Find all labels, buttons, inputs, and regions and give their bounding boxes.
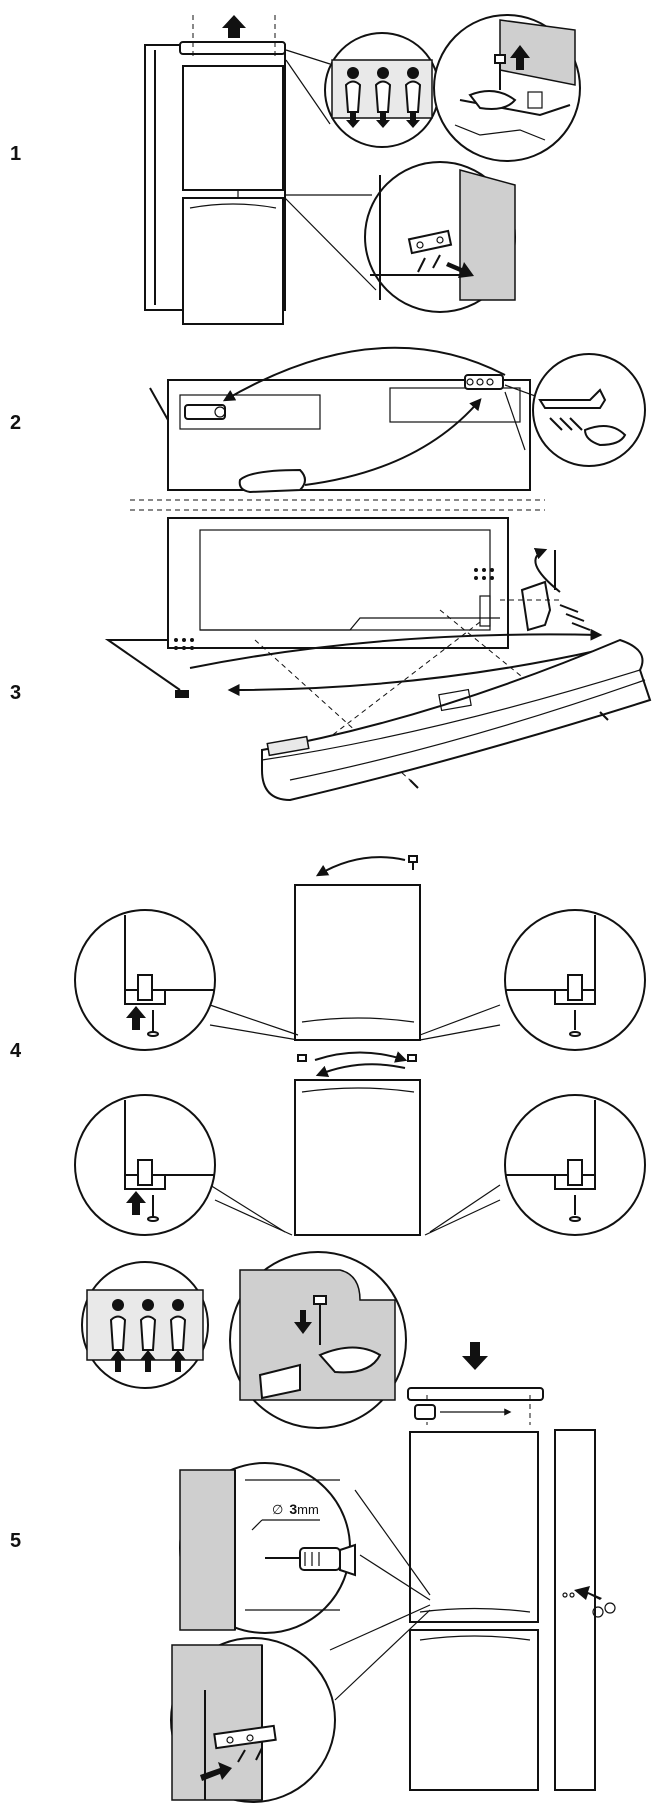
plinth-panel — [261, 638, 652, 802]
arrow-left-icon — [574, 1586, 602, 1600]
detail-cover-caps-refit — [81, 1261, 209, 1389]
fridge-cabinet — [554, 1429, 596, 1791]
detail-cover-caps — [324, 32, 440, 148]
detail-bottom-hinge — [364, 161, 516, 313]
swap-arrow — [222, 346, 506, 402]
step-5-illustration: ∅3mm — [81, 1251, 616, 1803]
upper-door — [182, 65, 284, 191]
step-1-illustration — [144, 14, 581, 325]
vent-holes — [174, 568, 494, 650]
door-lower — [294, 1079, 421, 1236]
lower-door — [409, 1629, 539, 1791]
detail-pin-top-right — [504, 909, 646, 1051]
swap-arrow — [227, 649, 601, 696]
detail-pin-top-left — [74, 909, 216, 1051]
upper-door — [409, 1431, 539, 1623]
door-upper — [294, 884, 421, 1041]
swap-arrow — [304, 398, 482, 486]
arrow-up-icon — [170, 1350, 186, 1372]
door-lower-frame — [167, 517, 509, 649]
step-4-illustration — [74, 855, 646, 1236]
arrow-down-icon — [376, 112, 390, 128]
detail-pin-bottom-right — [504, 1094, 646, 1236]
arrow-down-icon — [406, 112, 420, 128]
move-pin-arrow — [315, 1063, 406, 1077]
detail-top-hinge — [433, 14, 581, 162]
step-number-1: 1 — [10, 143, 22, 165]
arrow-right-icon — [446, 262, 474, 278]
detail-top-hinge-refit — [229, 1251, 407, 1429]
step-number-3: 3 — [10, 682, 22, 704]
arrow-down-icon — [346, 112, 360, 128]
arrow-right-icon — [200, 1762, 232, 1781]
arrow-up-icon — [140, 1350, 156, 1372]
swap-arrow — [189, 628, 603, 669]
detail-handle-parts — [532, 353, 646, 467]
door-bracket — [520, 580, 552, 632]
arrow-down-icon — [294, 1310, 312, 1334]
arrow-down-icon — [462, 1342, 488, 1370]
hinge-hole-right — [464, 374, 504, 390]
arrow-up-icon — [110, 1350, 126, 1372]
move-pin-arrow — [314, 1051, 408, 1063]
top-cover — [407, 1387, 544, 1401]
detail-pin-bottom-left — [74, 1094, 216, 1236]
step-number-2: 2 — [10, 412, 22, 434]
drill-diameter-label: ∅3mm — [272, 1501, 319, 1517]
detail-drilling: ∅3mm — [179, 1462, 356, 1634]
lower-door — [182, 197, 284, 325]
door-top-frame — [167, 379, 531, 491]
cabinet-side — [149, 387, 169, 490]
detail-bottom-bracket — [170, 1637, 336, 1803]
step-number-5: 5 — [10, 1530, 22, 1552]
arrow-up-icon — [126, 1191, 146, 1215]
move-arrow — [533, 548, 561, 593]
drill-icon — [299, 1547, 341, 1571]
move-pin-arrow — [315, 856, 406, 877]
arrow-up-icon — [510, 45, 530, 70]
top-cover — [179, 41, 286, 55]
handle-slot — [238, 468, 306, 494]
arrow-up-icon — [126, 1006, 146, 1030]
arrow-up-icon — [222, 15, 246, 38]
step-number-4: 4 — [10, 1040, 22, 1062]
step-2-3-illustration — [104, 346, 652, 802]
